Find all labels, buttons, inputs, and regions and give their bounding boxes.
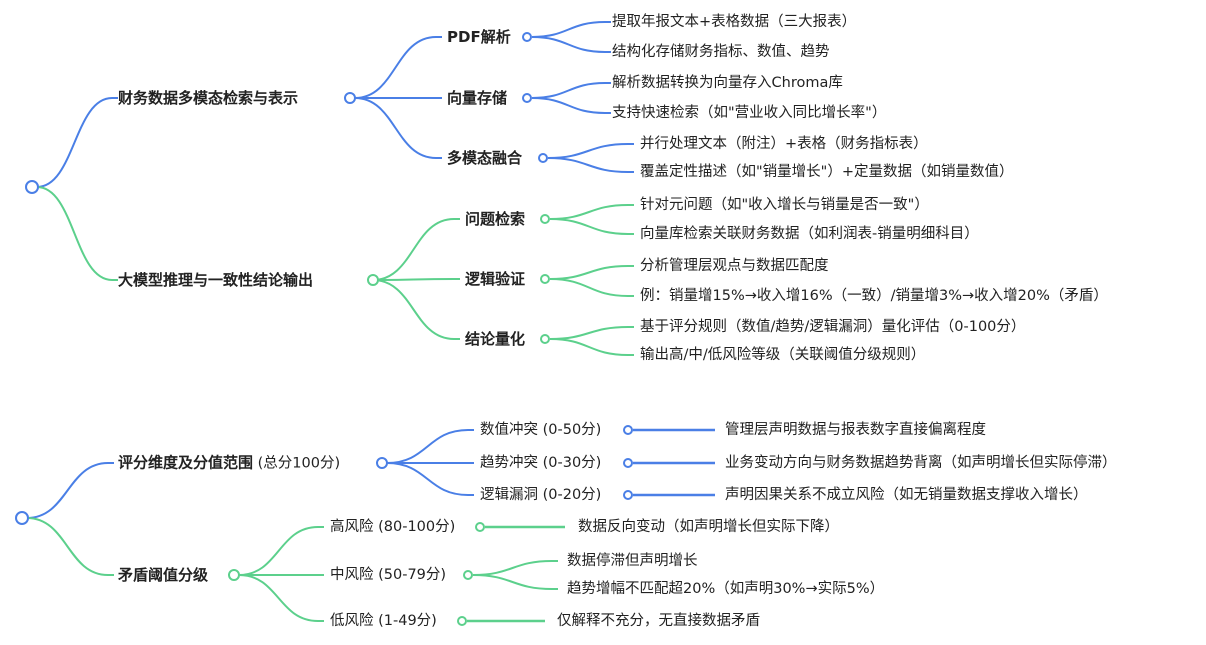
- branch-suffix: (总分100分): [253, 455, 341, 472]
- connector-line: [531, 82, 611, 99]
- collapse-toggle-icon[interactable]: [623, 458, 633, 468]
- node-multimodal-fusion[interactable]: 多模态融合: [447, 149, 523, 167]
- connector-line: [549, 265, 634, 280]
- leaf: 提取年报文本+表格数据（三大报表）: [612, 14, 857, 30]
- node-trend-conflict[interactable]: 趋势冲突 (0-30分): [480, 455, 602, 471]
- connector-line: [372, 218, 460, 281]
- connector-line: [549, 326, 634, 340]
- collapse-toggle-icon[interactable]: [623, 490, 633, 500]
- collapse-toggle-icon[interactable]: [623, 425, 633, 435]
- leaf: 例：销量增15%→收入增16%（一致）/销量增3%→收入增20%（矛盾）: [640, 288, 1108, 304]
- leaf: 输出高/中/低风险等级（关联阈值分级规则）: [640, 347, 926, 363]
- branch-label: 评分维度及分值范围: [118, 453, 254, 472]
- connector-line: [26, 462, 114, 519]
- collapse-toggle-icon[interactable]: [522, 93, 532, 103]
- leaf: 数据停滞但声明增长: [567, 553, 698, 569]
- node-pdf-parse[interactable]: PDF解析: [447, 28, 511, 46]
- leaf: 覆盖定性描述（如"销量增长"）+定量数据（如销量数值）: [640, 164, 1014, 180]
- collapse-toggle-icon[interactable]: [540, 214, 550, 224]
- collapse-toggle-icon[interactable]: [376, 457, 388, 469]
- leaf: 解析数据转换为向量存入Chroma库: [612, 75, 843, 91]
- collapse-toggle-icon[interactable]: [15, 511, 29, 525]
- connector-line: [549, 278, 634, 297]
- connector-line: [531, 36, 611, 53]
- connector-line: [238, 526, 324, 576]
- leaf: 声明因果关系不成立风险（如无销量数据支撑收入增长）: [725, 487, 1088, 503]
- node-value-conflict[interactable]: 数值冲突 (0-50分): [480, 422, 602, 438]
- connector-line: [547, 157, 634, 173]
- node-high-risk[interactable]: 高风险 (80-100分): [330, 519, 456, 535]
- collapse-toggle-icon[interactable]: [457, 616, 467, 626]
- connector-line: [472, 560, 558, 576]
- branch-scoring-dimensions[interactable]: 评分维度及分值范围 (总分100分): [118, 454, 340, 473]
- node-question-retrieval[interactable]: 问题检索: [465, 210, 526, 228]
- collapse-toggle-icon[interactable]: [475, 522, 485, 532]
- collapse-toggle-icon[interactable]: [228, 569, 240, 581]
- connector-line: [386, 429, 474, 464]
- leaf: 针对元问题（如"收入增长与销量是否一致"）: [640, 197, 929, 213]
- connector-line: [549, 204, 634, 220]
- collapse-toggle-icon[interactable]: [538, 153, 548, 163]
- leaf: 结构化存储财务指标、数值、趋势: [612, 44, 830, 60]
- connector-line: [354, 97, 442, 159]
- connector-line: [372, 279, 460, 340]
- leaf: 分析管理层观点与数据匹配度: [640, 258, 829, 274]
- node-low-risk[interactable]: 低风险 (1-49分): [330, 613, 437, 629]
- connector-line: [547, 143, 634, 159]
- connector-line: [549, 218, 634, 235]
- connector-line: [386, 462, 474, 496]
- collapse-toggle-icon[interactable]: [540, 274, 550, 284]
- connector-line: [354, 36, 442, 99]
- collapse-toggle-icon[interactable]: [540, 334, 550, 344]
- leaf: 仅解释不充分，无直接数据矛盾: [557, 613, 760, 629]
- leaf: 向量库检索关联财务数据（如利润表-销量明细科目）: [640, 226, 979, 242]
- connector-line: [36, 97, 118, 188]
- leaf: 趋势增幅不匹配超20%（如声明30%→实际5%）: [567, 581, 885, 597]
- branch-conflict-thresholds[interactable]: 矛盾阈值分级: [118, 566, 209, 584]
- node-medium-risk[interactable]: 中风险 (50-79分): [330, 567, 447, 583]
- connector-line: [472, 574, 558, 590]
- connector-line: [238, 574, 324, 622]
- collapse-toggle-icon[interactable]: [25, 180, 39, 194]
- collapse-toggle-icon[interactable]: [522, 32, 532, 42]
- connector-line: [531, 21, 611, 38]
- connector-line: [549, 338, 634, 356]
- leaf: 并行处理文本（附注）+表格（财务指标表）: [640, 136, 928, 152]
- connector-line: [36, 186, 118, 281]
- leaf: 业务变动方向与财务数据趋势背离（如声明增长但实际停滞）: [725, 455, 1117, 471]
- branch-financial-data-retrieval[interactable]: 财务数据多模态检索与表示: [118, 89, 299, 107]
- collapse-toggle-icon[interactable]: [367, 274, 379, 286]
- leaf: 支持快速检索（如"营业收入同比增长率"）: [612, 105, 887, 121]
- leaf: 基于评分规则（数值/趋势/逻辑漏洞）量化评估（0-100分）: [640, 319, 1026, 335]
- collapse-toggle-icon[interactable]: [344, 92, 356, 104]
- node-conclusion-quantify[interactable]: 结论量化: [465, 330, 526, 348]
- branch-llm-reasoning[interactable]: 大模型推理与一致性结论输出: [118, 271, 314, 289]
- node-logic-verification[interactable]: 逻辑验证: [465, 270, 526, 288]
- collapse-toggle-icon[interactable]: [463, 570, 473, 580]
- node-logic-gap[interactable]: 逻辑漏洞 (0-20分): [480, 487, 602, 503]
- node-vector-store[interactable]: 向量存储: [447, 89, 508, 107]
- leaf: 数据反向变动（如声明增长但实际下降）: [578, 519, 839, 535]
- leaf: 管理层声明数据与报表数字直接偏离程度: [725, 422, 986, 438]
- connector-line: [26, 517, 114, 576]
- connector-line: [531, 97, 611, 114]
- connector-line: [372, 278, 460, 281]
